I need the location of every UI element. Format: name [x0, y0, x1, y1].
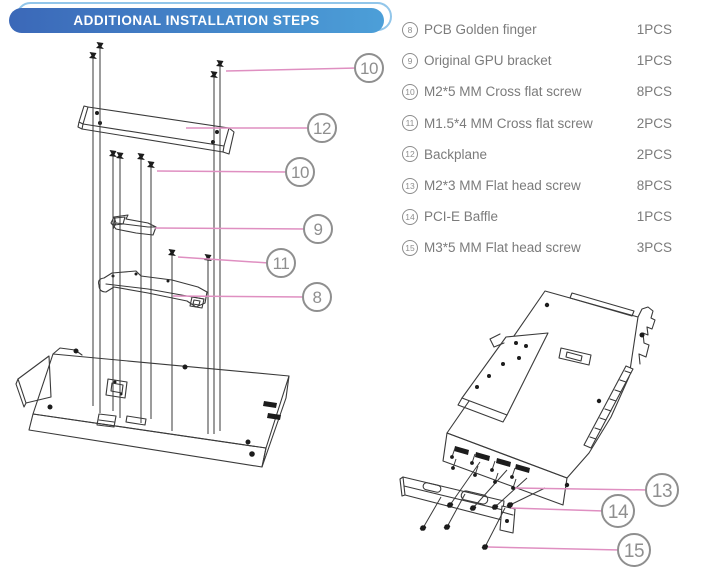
- part-qty: 1PCS: [636, 53, 672, 69]
- leader-line-13: [514, 487, 649, 491]
- part-name: M3*5 MM Flat head screw: [424, 240, 581, 256]
- pcie-baffle: [399, 476, 516, 534]
- callout-circle-10: [354, 53, 384, 83]
- leader-line-9: [154, 227, 307, 230]
- parts-list-row: 9 Original GPU bracket 1PCS: [402, 45, 672, 76]
- part-qty: 1PCS: [636, 209, 672, 225]
- callout-circle-12: [307, 113, 337, 143]
- parts-list-row: 15 M3*5 MM Flat head screw 3PCS: [402, 232, 672, 263]
- callout-number: 10: [291, 163, 309, 182]
- leader-line-8: [172, 295, 306, 298]
- pcie-baffle-diagram: 13 14 15: [399, 290, 679, 567]
- part-qty: 8PCS: [636, 84, 672, 100]
- exploded-backplane-diagram: 10 12 10 9 11 8: [15, 42, 384, 468]
- part-number-badge: 12: [402, 146, 418, 163]
- part-number-badge: 9: [402, 52, 418, 69]
- callouts: 13 14 15: [487, 473, 679, 567]
- part-number-badge: 14: [402, 208, 418, 225]
- callout-circle-14: [601, 494, 635, 528]
- callout-circle-15: [617, 533, 651, 567]
- callout-number: 15: [624, 541, 644, 562]
- parts-list-row: 10 M2*5 MM Cross flat screw 8PCS: [402, 76, 672, 107]
- part-qty: 3PCS: [636, 240, 672, 256]
- part-qty: 2PCS: [636, 146, 672, 162]
- part-number-badge: 13: [402, 177, 418, 194]
- card-backplane-piece: [457, 332, 549, 423]
- part-number-badge: 11: [402, 115, 418, 132]
- leader-line-14: [510, 507, 605, 512]
- part-number-badge: 10: [402, 83, 418, 100]
- pcb-golden-finger-bracket: [98, 270, 208, 309]
- part-name: PCB Golden finger: [424, 22, 537, 38]
- part-name: M2*3 MM Flat head screw: [424, 178, 581, 194]
- callout-number: 10: [360, 59, 378, 78]
- callout-number: 9: [314, 220, 323, 239]
- callout-circle-13: [645, 473, 679, 507]
- gpu-block-body: [15, 347, 290, 468]
- callout-circle-11: [266, 248, 296, 278]
- callout-circle-10: [285, 157, 315, 187]
- callouts: 10 12 10 9 11 8: [154, 53, 384, 312]
- callout-number: 14: [608, 502, 629, 523]
- callout-number: 11: [273, 254, 290, 273]
- screws: [419, 447, 546, 550]
- callout-circle-8: [302, 282, 332, 312]
- parts-list: 8 PCB Golden finger 1PCS 9 Original GPU brac…: [402, 14, 672, 264]
- callout-circle-9: [303, 214, 333, 244]
- callout-number: 13: [652, 481, 672, 502]
- part-name: Backplane: [424, 146, 488, 162]
- leader-line-10: [225, 67, 358, 72]
- callout-number: 12: [313, 119, 331, 138]
- parts-list-row: 12 Backplane 2PCS: [402, 139, 672, 170]
- part-name: PCI-E Baffle: [424, 209, 499, 225]
- parts-list-row: 13 M2*3 MM Flat head screw 8PCS: [402, 170, 672, 201]
- screws: [89, 42, 224, 434]
- part-qty: 8PCS: [636, 178, 672, 194]
- part-name: M1.5*4 MM Cross flat screw: [424, 115, 593, 131]
- part-qty: 1PCS: [636, 22, 672, 38]
- backplane-plate: [77, 105, 235, 155]
- parts-list-row: 14 PCI-E Baffle 1PCS: [402, 201, 672, 232]
- display-ports: [454, 446, 530, 473]
- part-name: M2*5 MM Cross flat screw: [424, 84, 582, 100]
- part-number-badge: 15: [402, 239, 418, 256]
- leader-line-15: [487, 546, 621, 551]
- leader-line-10: [156, 170, 289, 173]
- part-qty: 2PCS: [636, 115, 672, 131]
- parts-list-row: 11 M1.5*4 MM Cross flat screw 2PCS: [402, 108, 672, 139]
- leader-line-11: [177, 256, 270, 264]
- part-name: Original GPU bracket: [424, 53, 552, 69]
- callout-number: 8: [313, 288, 322, 307]
- original-gpu-bracket: [110, 214, 157, 236]
- banner-title: ADDITIONAL INSTALLATION STEPS: [9, 8, 384, 33]
- gpu-card-body: [442, 290, 656, 506]
- part-number-badge: 8: [402, 21, 418, 38]
- parts-list-row: 8 PCB Golden finger 1PCS: [402, 14, 672, 45]
